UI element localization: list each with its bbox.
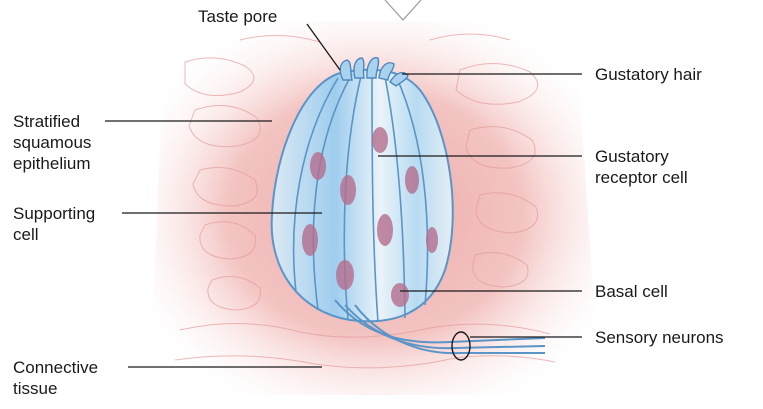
label-supporting-cell: Supporting cell — [13, 203, 95, 245]
label-gustatory-receptor-cell: Gustatory receptor cell — [595, 146, 688, 188]
label-gustatory-hair: Gustatory hair — [595, 64, 702, 85]
label-taste-pore: Taste pore — [198, 6, 277, 27]
label-stratified-epithelium: Stratified squamous epithelium — [13, 111, 91, 174]
pointer-triangle — [385, 0, 421, 20]
label-sensory-neurons: Sensory neurons — [595, 327, 724, 348]
label-basal-cell: Basal cell — [595, 281, 668, 302]
label-connective-tissue: Connective tissue — [13, 357, 98, 399]
